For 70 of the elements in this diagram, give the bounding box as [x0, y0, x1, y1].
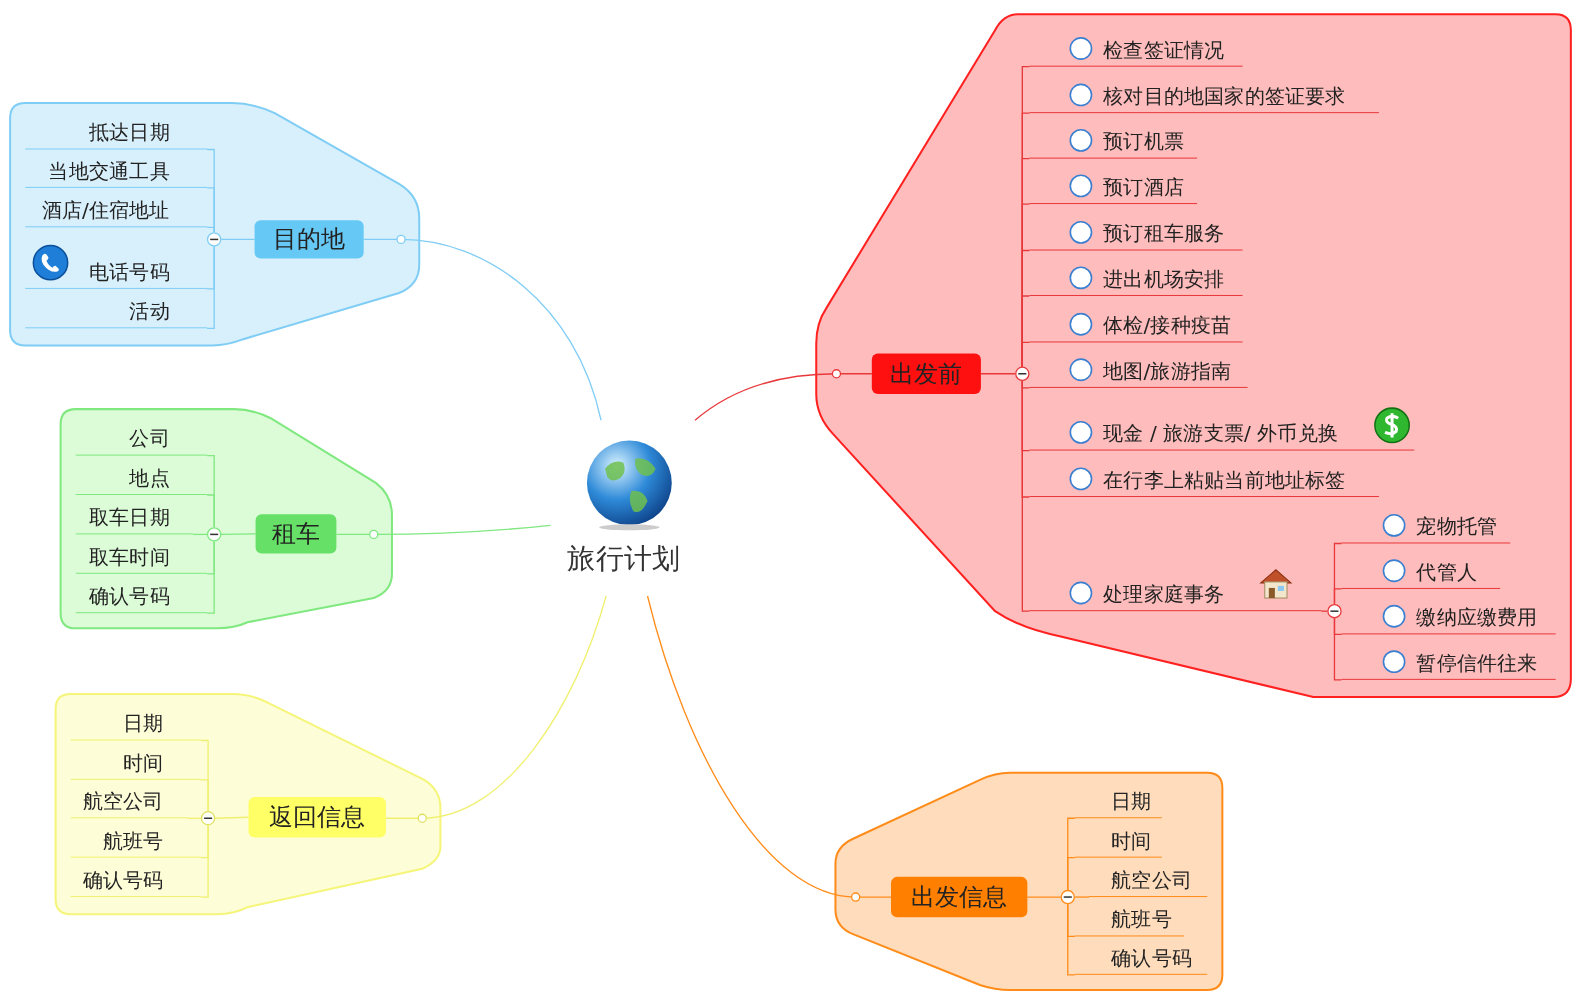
item-text: 预订租车服务 [1103, 221, 1225, 246]
item-text: 地图/旅游指南 [1103, 358, 1232, 383]
connector-line [220, 533, 257, 536]
connector-line [363, 238, 602, 421]
connector-line [335, 524, 552, 536]
connector-line [206, 540, 215, 614]
item-text: 在行李上粘贴当前地址标签 [1103, 467, 1346, 492]
central-topic-text: 旅行计划 [566, 540, 682, 577]
collapse-toggle-icon [1014, 365, 1031, 382]
item-text: 现金 / 旅游支票/ 外币兑换 [1103, 421, 1339, 446]
collapse-toggle-icon [200, 810, 217, 827]
item-text: 宠物托管 [1416, 514, 1498, 539]
topic-box: 返回信息 [248, 797, 386, 838]
item-text: 体检/接种疫苗 [1103, 313, 1232, 338]
connector-line [220, 238, 256, 241]
connector-line [385, 595, 607, 819]
item-text: 酒店/住宿地址 [41, 198, 170, 223]
item-text: 抵达日期 [88, 120, 170, 145]
item-text: 缴纳应缴费用 [1416, 605, 1538, 630]
item-text: 地点 [129, 465, 170, 490]
connector-line [1026, 896, 1062, 898]
connector-line [214, 816, 250, 819]
item-text: 时间 [1111, 828, 1152, 853]
connector-line [980, 373, 1016, 375]
topic-box: 出发前 [871, 353, 981, 394]
connector-line [1320, 610, 1329, 612]
item-text: 当地交通工具 [48, 158, 170, 183]
item-text: 代管人 [1416, 559, 1477, 584]
item-text: 取车时间 [88, 544, 170, 569]
item-text: 暂停信件往来 [1416, 650, 1538, 675]
item-text: 预订机票 [1103, 129, 1184, 154]
item-text: 航班号 [1111, 907, 1172, 932]
item-text: 进出机场安排 [1103, 266, 1225, 291]
connector-line [206, 494, 215, 528]
item-text: 日期 [1111, 788, 1152, 814]
item-text: 航空公司 [1111, 867, 1193, 892]
item-text: 活动 [129, 299, 170, 324]
item-text: 确认号码 [1111, 945, 1193, 970]
item-text: 确认号码 [82, 867, 164, 892]
item-text: 航班号 [103, 828, 164, 853]
topic-box: 目的地 [254, 220, 364, 259]
item-text: 处理家庭事务 [1103, 581, 1225, 607]
connector-line [200, 824, 209, 898]
collapse-toggle-icon [1059, 889, 1076, 906]
topic-box: 租车 [255, 514, 337, 554]
item-text: 日期 [123, 711, 164, 736]
item-text: 确认号码 [88, 583, 170, 609]
item-text: 公司 [129, 426, 170, 451]
item-text: 航空公司 [82, 788, 164, 814]
collapse-toggle-icon [1326, 603, 1343, 620]
connector-line [1074, 896, 1090, 898]
item-text: 取车日期 [88, 505, 170, 530]
connector-line [1067, 857, 1076, 891]
item-text: 检查签证情况 [1103, 37, 1225, 62]
connector-line [206, 245, 215, 329]
item-text: 预订酒店 [1103, 174, 1184, 199]
item-text: 核对目的地国家的签证要求 [1103, 83, 1346, 109]
connector-line [1021, 341, 1031, 368]
connector-line [200, 779, 209, 812]
connector-line [646, 595, 892, 898]
connector-line [1333, 588, 1343, 605]
connector-line [1021, 380, 1031, 612]
connector-line [694, 373, 873, 421]
item-text: 电话号码 [88, 259, 170, 284]
topic-box: 出发信息 [891, 876, 1028, 918]
connector-line [1333, 617, 1343, 681]
item-text: 时间 [123, 750, 164, 775]
connector-line [1067, 903, 1076, 976]
collapse-toggle-icon [206, 526, 223, 543]
collapse-toggle-icon [206, 231, 223, 248]
